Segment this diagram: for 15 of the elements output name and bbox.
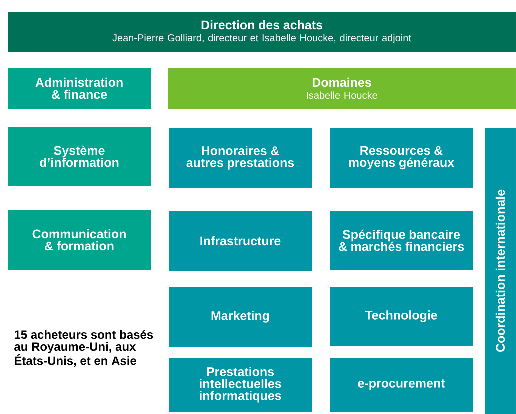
domain-box: Ressources & moyens généraux — [330, 128, 473, 188]
domain-box: Infrastructure — [169, 211, 312, 271]
department-box: Direction des achats Jean-Pierre Golliard, directeur et Isabelle Houcke, directeur adjoint — [8, 12, 516, 52]
note-text: 15 acheteurs sont basés au Royaume-Uni, aux États-Unis, et en Asie — [14, 330, 154, 367]
department-box: Système d’information — [8, 127, 151, 186]
domain-box: Prestations intellectuelles informatiques — [169, 358, 312, 412]
coordination-band: Coordination internationale — [485, 128, 516, 414]
domain-box: Honoraires & autres prestations — [169, 128, 312, 188]
department-box: Domaines Isabelle Houcke — [168, 68, 516, 109]
domain-box: Marketing — [169, 287, 312, 347]
domain-box: Technologie — [330, 287, 473, 346]
domain-box: e-procurement — [330, 358, 473, 412]
department-box: Communication & formation — [8, 210, 151, 270]
domain-box: Spécifique bancaire & marchés financiers — [330, 211, 473, 270]
department-box: Administration & finance — [8, 68, 151, 109]
